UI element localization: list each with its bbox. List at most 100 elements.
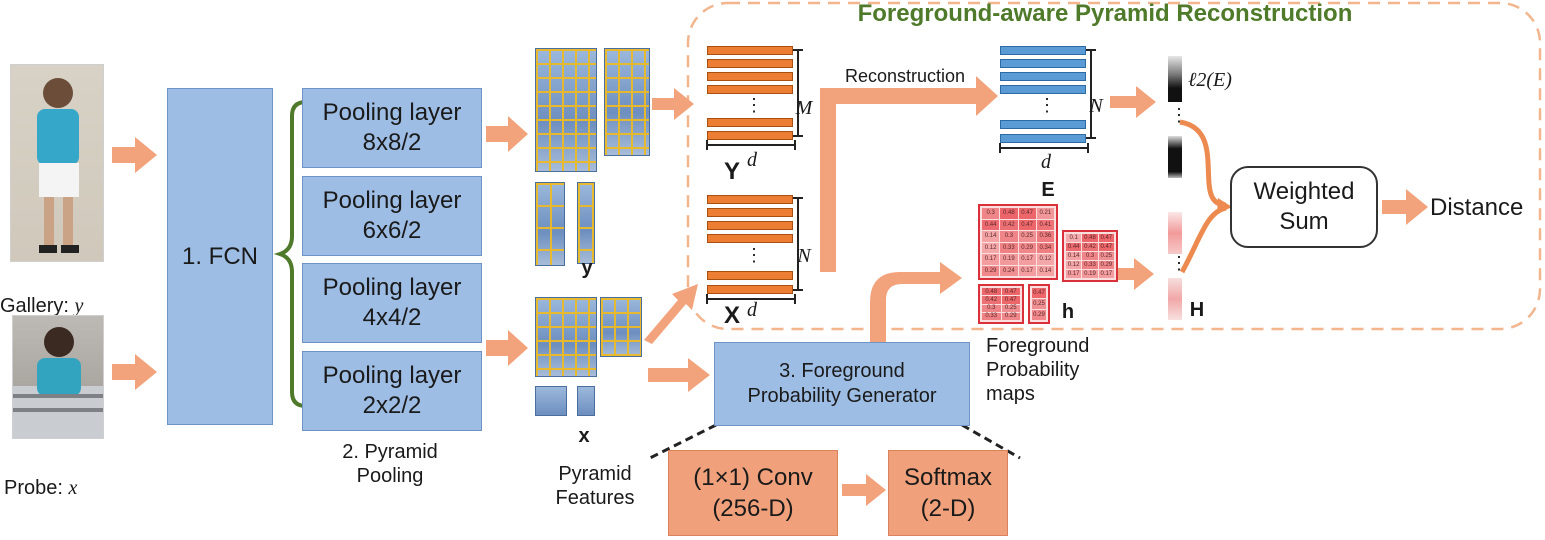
curve-H-to-sum [1179, 205, 1227, 274]
heatmap-cell: 0.47 [1018, 219, 1036, 230]
zoom-line-right [961, 423, 1021, 460]
heatmap-cell: 0.33 [1000, 242, 1018, 253]
probe-feature-4x4 [535, 386, 567, 416]
H-ellipsis: ⋮ [1170, 253, 1188, 273]
E-row-5 [1000, 120, 1086, 129]
arrow-pool-to-gallery-features [486, 116, 528, 152]
pooling-layer-2x2: Pooling layer 2x2/2 [302, 351, 482, 431]
X-row-3 [707, 221, 793, 230]
E-row-6 [1000, 134, 1086, 143]
heatmap-cell: 0.3 [1000, 231, 1018, 242]
curve-head [1217, 198, 1232, 214]
dims-Y [706, 49, 803, 150]
Y-width: d [747, 149, 757, 171]
arrow-y-to-Y [652, 88, 694, 120]
heatmap-cell: 0.25 [1098, 252, 1114, 260]
heatmap-cell: 0.12 [982, 242, 1000, 253]
X-row-2 [707, 208, 793, 217]
gallery-image [10, 64, 104, 262]
heatmap-cell: 0.47 [1018, 208, 1036, 219]
heatmap-cell: 0.25 [1018, 231, 1036, 242]
heatmap-cell: 0.47 [1098, 243, 1114, 251]
pyramid-features-caption: Pyramid Features [555, 463, 635, 509]
arrow-x-to-fpg [648, 358, 710, 392]
heatmap-cell: 0.33 [982, 312, 1001, 320]
heatmap-cell: 0.42 [1082, 243, 1098, 251]
heatmap-cell: 0.47 [1001, 296, 1020, 304]
heatmap-cell: 0.17 [1018, 265, 1036, 276]
Y-row-5 [707, 118, 793, 127]
E-row-3 [1000, 72, 1086, 81]
distance-label: Distance [1430, 194, 1524, 221]
foreground-probability-generator: 3. Foreground Probability Generator [714, 342, 970, 426]
Y-row-4 [707, 85, 793, 94]
probe-label-text: Probe: [4, 477, 69, 499]
H-strip-bottom [1168, 278, 1182, 320]
diagram-title: Foreground-aware Pyramid Reconstruction [857, 0, 1353, 27]
X-height: N [797, 245, 811, 267]
probe-feature-8x8 [535, 297, 597, 377]
gallery-label-text: Gallery: [0, 295, 75, 317]
H-symbol: H [1189, 299, 1205, 321]
arrow-reconstruction [820, 76, 998, 272]
heatmap-cell: 0.44 [1066, 243, 1082, 251]
curve-norm-to-sum [1179, 119, 1227, 208]
arrow-pool-to-probe-features [486, 330, 528, 366]
arrow-sum-to-distance [1382, 189, 1428, 225]
heatmap-cell: 0.44 [982, 219, 1000, 230]
heatmap-cell: 0.29 [1098, 261, 1114, 269]
heatmap-cell: 0.17 [982, 254, 1000, 265]
heatmap-cell: 0.41 [1036, 219, 1054, 230]
norm-label: ℓ2(E) [1188, 69, 1232, 91]
softmax-box: Softmax (2-D) [888, 450, 1008, 536]
heatmap-cell: 0.29 [1032, 310, 1046, 320]
heatmap-cell: 0.47 [1032, 288, 1046, 298]
E-row-4 [1000, 85, 1086, 94]
heatmap-cell: 0.14 [1036, 265, 1054, 276]
gallery-feature-4x4 [535, 182, 565, 266]
probe-var: x [68, 477, 78, 499]
heatmap-cell: 0.36 [1036, 231, 1054, 242]
foreground-caption: Foreground Probability maps [986, 335, 1090, 405]
X-row-1 [707, 195, 793, 204]
pooling-layer-8x8: Pooling layer 8x8/2 [302, 88, 482, 168]
heatmap-cell: 0.25 [1001, 304, 1020, 312]
X-row-6 [707, 285, 793, 294]
heatmap-cell: 0.42 [1000, 219, 1018, 230]
heatmap-cell: 0.12 [1036, 254, 1054, 265]
heatmap-cell: 0.3 [982, 208, 1000, 219]
E-symbol: E [1041, 179, 1055, 201]
Y-row-1 [707, 46, 793, 55]
heatmap-cell: 0.29 [1018, 242, 1036, 253]
gallery-label: Gallery: y [0, 270, 120, 318]
conv-1x1-box: (1×1) Conv (256-D) [668, 450, 838, 536]
dims-E [999, 49, 1096, 153]
reconstruction-region [686, 1, 1542, 331]
heatmap-cell: 0.3 [1082, 252, 1098, 260]
E-ellipsis: ⋮ [1038, 95, 1056, 115]
arrow-conv-to-softmax [842, 474, 886, 506]
heatmap-cell: 0.47 [1001, 288, 1020, 296]
arrow-fpg-to-h [870, 262, 962, 342]
H-strip-top [1168, 212, 1182, 254]
heatmap-cell: 0.48 [1082, 234, 1098, 242]
arrow-gallery-to-fcn [112, 137, 157, 173]
X-row-4 [707, 234, 793, 243]
fcn-box: 1. FCN [167, 88, 273, 425]
norm-strip-bottom [1168, 136, 1182, 178]
pooling-layer-6x6: Pooling layer 6x6/2 [302, 176, 482, 256]
heatmap-cell: 0.29 [982, 265, 1000, 276]
probe-person-icon [13, 327, 103, 438]
X-row-5 [707, 271, 793, 280]
gallery-feature-2x2 [577, 182, 595, 264]
probe-feature-2x2 [577, 386, 595, 416]
Y-row-6 [707, 131, 793, 140]
heatmap-cell: 0.24 [1000, 265, 1018, 276]
heatmap-cell: 0.17 [1098, 270, 1114, 278]
